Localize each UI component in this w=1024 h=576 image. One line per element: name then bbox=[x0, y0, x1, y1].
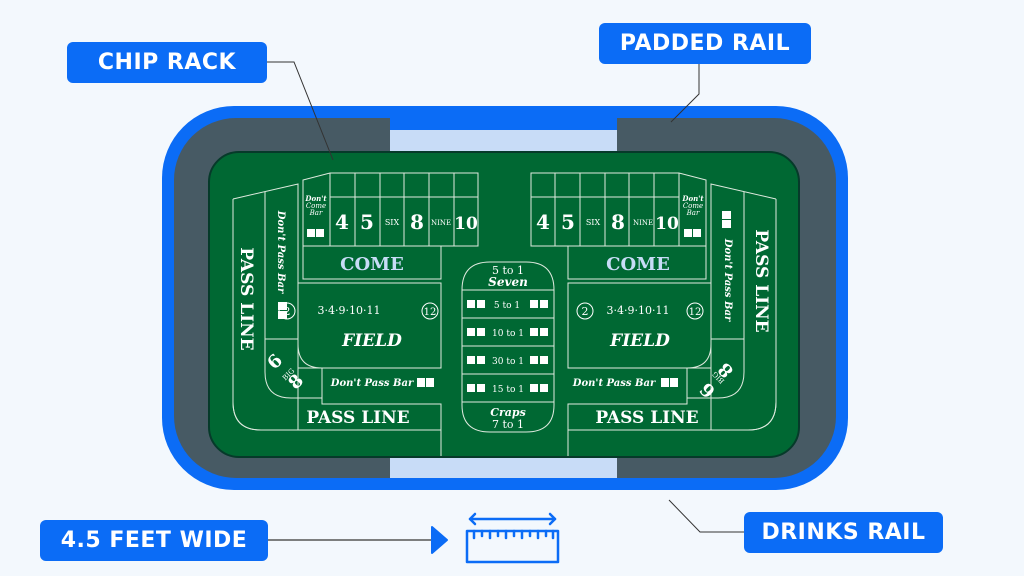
hardway-row-2: 10 to 1 bbox=[467, 328, 548, 339]
right-dont-come-dice-icon bbox=[684, 229, 701, 237]
drinks-rail-label: DRINKS RAIL bbox=[744, 512, 943, 553]
left-point-4: 4 bbox=[335, 210, 349, 234]
right-pass-line: PASS LINE bbox=[595, 408, 698, 428]
hardway-row-4: 15 to 1 bbox=[467, 384, 548, 395]
seven-label: Seven bbox=[488, 275, 528, 289]
right-dont-come-bar-3: Bar bbox=[686, 209, 700, 217]
right-dont-come-bar-2: Come bbox=[683, 202, 703, 210]
hardway-odds-3: 30 to 1 bbox=[492, 357, 524, 367]
ruler-width-icon bbox=[465, 512, 560, 564]
right-come: COME bbox=[606, 254, 670, 275]
width-label: 4.5 FEET WIDE bbox=[40, 520, 268, 561]
left-field: FIELD bbox=[341, 331, 402, 351]
left-dont-come-bar-3: Bar bbox=[309, 209, 323, 217]
right-layout bbox=[530, 172, 777, 456]
dealer-strip-top bbox=[390, 118, 617, 130]
left-dont-pass-bar: Don't Pass Bar bbox=[330, 378, 414, 389]
left-dont-pass-bar-vertical: Don't Pass Bar bbox=[275, 210, 286, 294]
chip-rack-leader bbox=[267, 61, 334, 161]
right-text: 4 5 SIX 8 NINE 10 Don't Come Bar COME 2 … bbox=[536, 194, 771, 428]
hardway-row-1: 5 to 1 bbox=[467, 300, 548, 311]
right-field-double: 2 bbox=[582, 305, 589, 318]
right-point-six: SIX bbox=[586, 218, 601, 227]
center-propositions bbox=[461, 261, 555, 433]
left-come: COME bbox=[340, 254, 404, 275]
right-field-numbers: 3·4·9·10·11 bbox=[607, 304, 670, 317]
play-arrow-icon bbox=[431, 526, 448, 554]
hardway-odds-1: 5 to 1 bbox=[494, 301, 520, 311]
right-dont-come-bar-1: Don't bbox=[681, 194, 704, 203]
craps-odds: 7 to 1 bbox=[492, 418, 524, 431]
right-field: FIELD bbox=[609, 331, 670, 351]
left-dont-come-bar-1: Don't bbox=[304, 194, 327, 203]
right-pass-line-vertical: PASS LINE bbox=[751, 229, 771, 332]
hardway-odds-2: 10 to 1 bbox=[492, 329, 524, 339]
right-vertical-dice-icon bbox=[722, 211, 731, 228]
left-point-nine: NINE bbox=[431, 219, 451, 227]
right-dont-pass-bar-vertical: Don't Pass Bar bbox=[722, 238, 733, 322]
right-point-4: 4 bbox=[536, 210, 550, 234]
seven-odds: 5 to 1 bbox=[492, 264, 524, 277]
right-field-triple: 12 bbox=[689, 307, 702, 318]
left-pass-line-vertical: PASS LINE bbox=[236, 247, 256, 350]
drinks-rail-leader bbox=[668, 499, 744, 533]
left-point-six: SIX bbox=[385, 218, 400, 227]
left-point-5: 5 bbox=[360, 210, 374, 234]
padded-rail-leader bbox=[670, 64, 700, 123]
left-text: Don't Come Bar 4 5 SIX 8 NINE 10 COME 2 … bbox=[236, 194, 478, 428]
left-layout bbox=[232, 172, 479, 456]
right-point-8: 8 bbox=[611, 210, 625, 234]
left-field-numbers: 3·4·9·10·11 bbox=[318, 304, 381, 317]
left-dont-come-bar-2: Come bbox=[306, 202, 326, 210]
left-dont-pass-dice-icon bbox=[417, 378, 434, 387]
right-dont-pass-bar: Don't Pass Bar bbox=[572, 378, 656, 389]
dealer-strip-top-light bbox=[390, 130, 617, 152]
right-dont-pass-dice-icon bbox=[661, 378, 678, 387]
chip-rack-label: CHIP RACK bbox=[67, 42, 267, 83]
left-field-triple: 12 bbox=[424, 307, 437, 318]
right-point-nine: NINE bbox=[633, 219, 653, 227]
left-pass-line: PASS LINE bbox=[306, 408, 409, 428]
left-point-10: 10 bbox=[454, 214, 478, 234]
left-vertical-dice-icon bbox=[278, 302, 287, 319]
craps-label: Craps bbox=[490, 406, 526, 419]
hardway-odds-4: 15 to 1 bbox=[492, 385, 524, 395]
felt bbox=[208, 151, 800, 458]
center-text: 5 to 1 Seven 5 to 1 10 to 1 30 to 1 15 t… bbox=[467, 264, 548, 431]
left-point-8: 8 bbox=[410, 210, 424, 234]
padded-rail-label: PADDED RAIL bbox=[599, 23, 811, 64]
hardway-row-3: 30 to 1 bbox=[467, 356, 548, 367]
left-dont-come-dice-icon bbox=[307, 229, 324, 237]
dealer-strip-bottom-light bbox=[390, 456, 617, 478]
right-point-5: 5 bbox=[561, 210, 575, 234]
right-point-10: 10 bbox=[655, 214, 679, 234]
